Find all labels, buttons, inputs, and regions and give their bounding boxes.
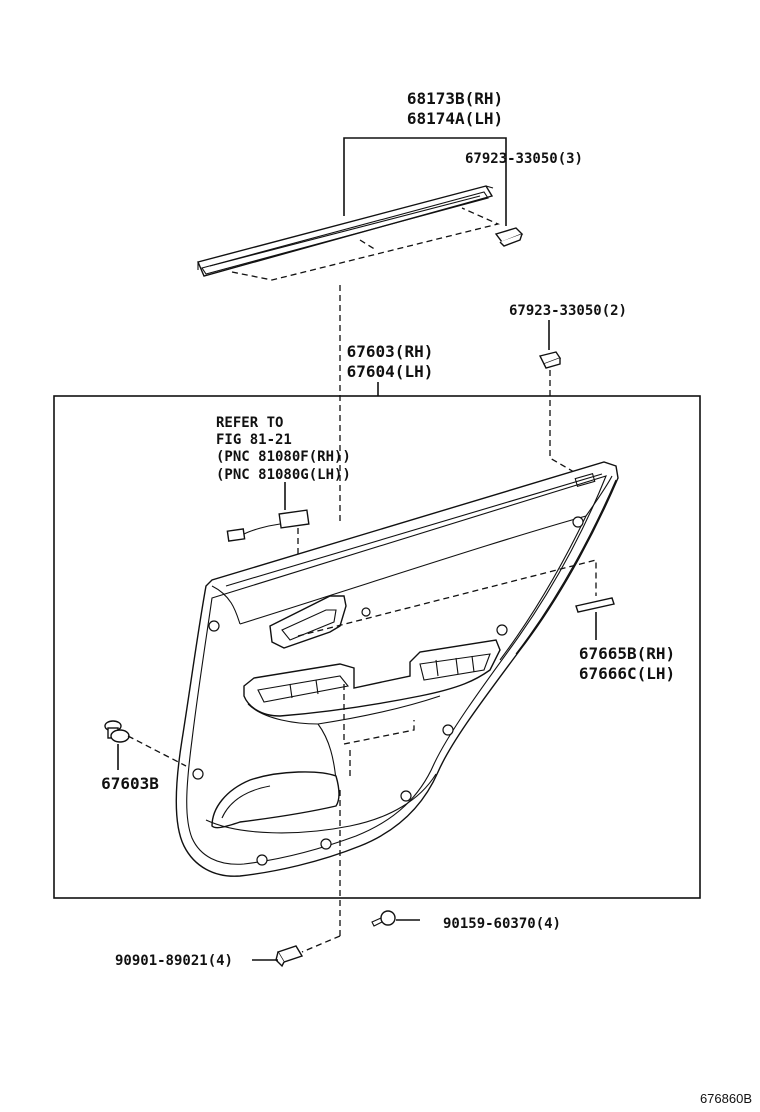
side-clip-icon[interactable] [104,720,130,743]
armrest-dash [343,684,415,745]
refer-line-4[interactable]: (PNC 81080G(LH)) [216,467,351,483]
refer-line-3[interactable]: (PNC 81080F(RH)) [216,449,351,465]
screw-icon[interactable] [371,910,396,927]
clip-top-icon[interactable] [494,227,524,247]
side-clip-label[interactable]: 67603B [101,774,159,793]
refer-line-1[interactable]: REFER TO [216,415,283,431]
refer-line-2[interactable]: FIG 81-21 [216,432,292,448]
board-group-frame [53,395,701,899]
screw-label[interactable]: 90159-60370(4) [443,916,561,932]
bottom-clip-label[interactable]: 90901-89021(4) [115,953,233,969]
pad-lh-label[interactable]: 67666C(LH) [579,664,675,683]
molding-lh-label[interactable]: 68174A(LH) [407,109,503,128]
belt-molding-part[interactable] [197,185,494,277]
bottom-clip-dash [301,935,341,953]
clip-mid-icon[interactable] [538,351,562,369]
molding-dashed-outline [231,207,500,281]
diagram-id: 676860B [700,1091,752,1106]
clip-top-label[interactable]: 67923-33050(3) [465,151,583,167]
molding-dash-inner [359,239,377,251]
board-lh-label[interactable]: 67604(LH) [347,362,434,381]
molding-rh-label[interactable]: 68173B(RH) [407,89,503,108]
board-rh-label[interactable]: 67603(RH) [347,342,434,361]
pad-dash [297,559,597,637]
pad-rh-label[interactable]: 67665B(RH) [579,644,675,663]
pad-icon[interactable] [575,597,615,613]
bottom-clip-icon[interactable] [275,945,304,968]
side-clip-dash [127,735,187,767]
door-trim-board-part[interactable] [175,461,619,877]
leader-molding [343,137,507,216]
power-window-switch-icon[interactable] [226,509,310,542]
clip-mid-label[interactable]: 67923-33050(2) [509,303,627,319]
clip-mid-dash [549,370,575,473]
